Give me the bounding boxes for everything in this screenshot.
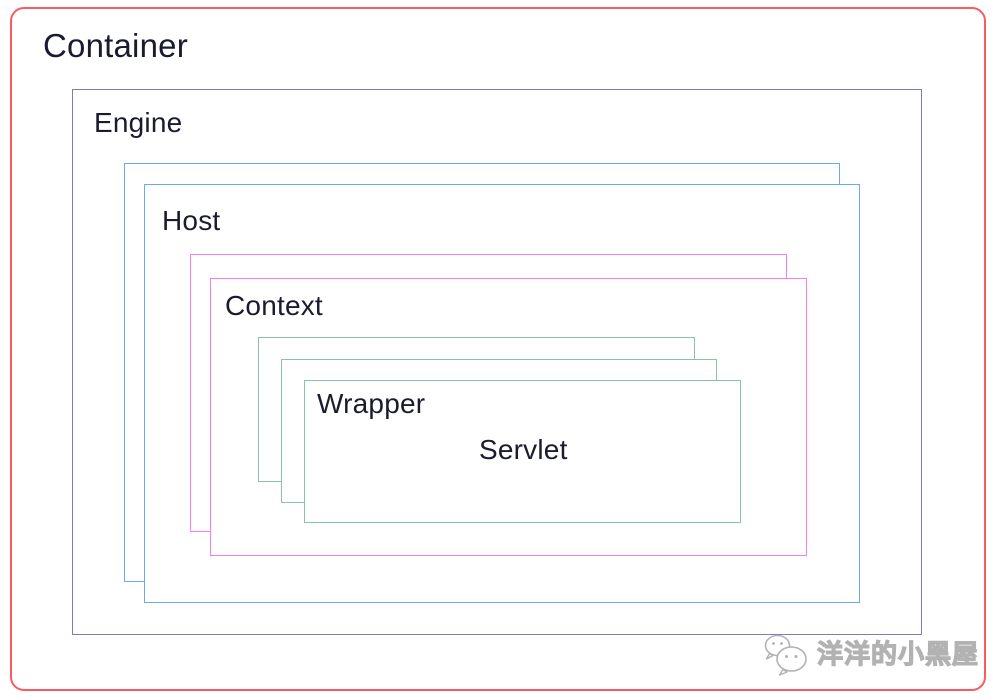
engine-label: Engine <box>94 107 183 138</box>
host-label: Host <box>162 205 221 236</box>
watermark-text: 洋洋的小黑屋 <box>816 639 980 670</box>
container-label: Container <box>43 27 188 64</box>
servlet-label: Servlet <box>479 434 568 465</box>
wechat-icon <box>764 634 807 676</box>
wrapper-box-front <box>304 380 741 523</box>
watermark: 洋洋的小黑屋 <box>762 634 979 676</box>
wrapper-label: Wrapper <box>317 388 426 419</box>
context-label: Context <box>225 290 323 321</box>
